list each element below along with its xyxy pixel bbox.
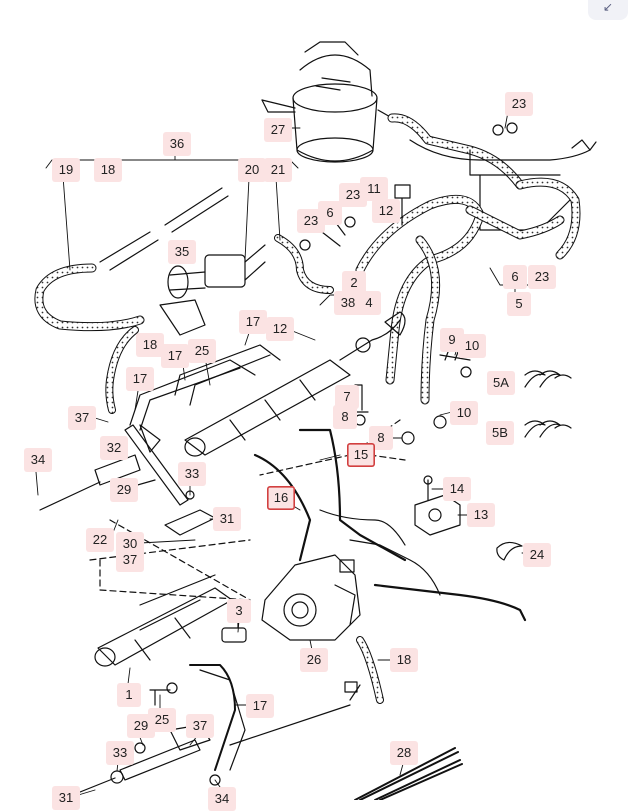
callout-17[interactable]: 17 <box>246 694 274 718</box>
fuel-rail-lower <box>94 574 233 667</box>
callout-29[interactable]: 29 <box>110 478 138 502</box>
hose-clips <box>496 370 572 561</box>
callout-12[interactable]: 12 <box>266 317 294 341</box>
collapse-icon[interactable]: ↙ <box>588 0 628 20</box>
callout-32[interactable]: 32 <box>100 436 128 460</box>
callout-18[interactable]: 18 <box>390 648 418 672</box>
fuel-pump-part <box>159 244 266 336</box>
callout-8[interactable]: 8 <box>333 405 357 429</box>
callout-10[interactable]: 10 <box>450 401 478 425</box>
callout-37[interactable]: 37 <box>186 714 214 738</box>
high-pressure-pump-part <box>261 554 384 704</box>
callout-14[interactable]: 14 <box>443 477 471 501</box>
left-fuel-hoses <box>34 187 334 414</box>
callout-18[interactable]: 18 <box>136 333 164 357</box>
callout-4[interactable]: 4 <box>357 291 381 315</box>
callout-34[interactable]: 34 <box>208 787 236 811</box>
callout-21[interactable]: 21 <box>264 158 292 182</box>
callout-28[interactable]: 28 <box>390 741 418 765</box>
callout-35[interactable]: 35 <box>168 240 196 264</box>
callout-20[interactable]: 20 <box>238 158 266 182</box>
callout-16[interactable]: 16 <box>267 486 295 510</box>
callout-36[interactable]: 36 <box>163 132 191 156</box>
callout-10[interactable]: 10 <box>458 334 486 358</box>
callout-23[interactable]: 23 <box>297 209 325 233</box>
callout-17[interactable]: 17 <box>239 310 267 334</box>
sensor-part <box>221 619 247 643</box>
callout-17[interactable]: 17 <box>126 367 154 391</box>
callout-15[interactable]: 15 <box>347 443 375 467</box>
callout-3[interactable]: 3 <box>227 599 251 623</box>
callout-33[interactable]: 33 <box>178 462 206 486</box>
callout-31[interactable]: 31 <box>213 507 241 531</box>
lower-injector-part <box>59 682 221 801</box>
cable-ties <box>354 747 463 801</box>
callout-24[interactable]: 24 <box>523 543 551 567</box>
callout-23[interactable]: 23 <box>505 92 533 116</box>
callout-5a[interactable]: 5A <box>487 371 515 395</box>
lower-lines <box>189 664 361 771</box>
callout-26[interactable]: 26 <box>300 648 328 672</box>
callout-6[interactable]: 6 <box>503 265 527 289</box>
callout-23[interactable]: 23 <box>339 183 367 207</box>
callout-25[interactable]: 25 <box>188 339 216 363</box>
callout-34[interactable]: 34 <box>24 448 52 472</box>
callout-29[interactable]: 29 <box>127 714 155 738</box>
callout-23[interactable]: 23 <box>528 265 556 289</box>
callout-18[interactable]: 18 <box>94 158 122 182</box>
callout-19[interactable]: 19 <box>52 158 80 182</box>
callout-31[interactable]: 31 <box>52 786 80 810</box>
callout-22[interactable]: 22 <box>86 528 114 552</box>
callout-37[interactable]: 37 <box>116 548 144 572</box>
callout-13[interactable]: 13 <box>467 503 495 527</box>
callout-5[interactable]: 5 <box>507 292 531 316</box>
callout-1[interactable]: 1 <box>117 683 141 707</box>
callout-37[interactable]: 37 <box>68 406 96 430</box>
callout-33[interactable]: 33 <box>106 741 134 765</box>
callout-5b[interactable]: 5B <box>486 421 514 445</box>
callout-17[interactable]: 17 <box>161 344 189 368</box>
fuel-rail-upper <box>184 311 406 457</box>
high-pressure-lines <box>253 428 527 622</box>
callout-27[interactable]: 27 <box>264 118 292 142</box>
callout-12[interactable]: 12 <box>372 199 400 223</box>
center-hoses <box>355 194 565 405</box>
fuel-filter-part <box>261 41 393 163</box>
top-right-hoses <box>387 113 597 260</box>
